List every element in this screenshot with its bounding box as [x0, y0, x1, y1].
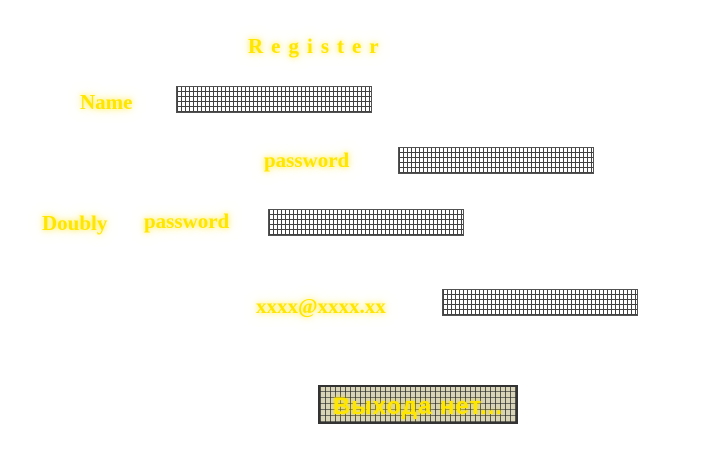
confirm-password-input[interactable] [268, 209, 464, 236]
confirm-password-label: password [144, 209, 230, 233]
name-input[interactable] [176, 86, 372, 113]
name-label: Name [80, 90, 133, 114]
password-input[interactable] [398, 147, 594, 174]
submit-button-label: Выхода нет... [332, 393, 504, 420]
submit-button[interactable]: Выхода нет... [318, 385, 518, 424]
email-input[interactable] [442, 289, 638, 316]
register-title: Register [248, 34, 387, 58]
password-label: password [264, 148, 350, 172]
email-label: xxxx@xxxx.xx [256, 294, 386, 318]
confirm-password-label-prefix: Doubly [42, 211, 108, 235]
